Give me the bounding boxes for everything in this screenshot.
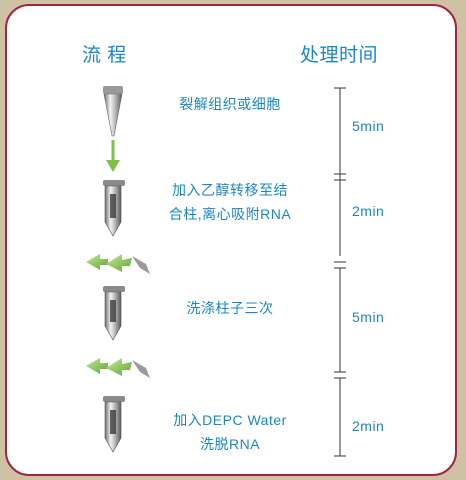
step-4-label: 加入DEPC Water 洗脱RNA bbox=[145, 408, 315, 456]
step-3-label: 洗涤柱子三次 bbox=[186, 300, 274, 316]
transfer-arrows-icon-2 bbox=[86, 358, 150, 378]
timeline bbox=[334, 87, 346, 457]
diagram-panel bbox=[5, 4, 457, 476]
step-2-line-2: 合柱,离心吸附RNA bbox=[168, 206, 292, 222]
duration-3: 5min bbox=[352, 309, 385, 325]
duration-2: 2min bbox=[352, 203, 385, 219]
spin-column-icon-3 bbox=[103, 396, 125, 453]
step-1-label: 裂解组织或细胞 bbox=[179, 96, 281, 112]
spin-column-icon-2 bbox=[103, 286, 125, 341]
step-4-line-1: 加入DEPC Water bbox=[173, 412, 287, 428]
step-2-line-1: 加入乙醇转移至结 bbox=[172, 182, 288, 198]
step-2-label: 加入乙醇转移至结 合柱,离心吸附RNA bbox=[145, 178, 315, 226]
transfer-arrows-icon-1 bbox=[86, 254, 150, 274]
step-4-line-2: 洗脱RNA bbox=[199, 436, 261, 452]
down-arrow-icon bbox=[106, 140, 120, 172]
process-heading: 流 程 bbox=[82, 45, 127, 66]
spin-column-icon-1 bbox=[103, 180, 125, 237]
time-heading: 处理时间 bbox=[300, 45, 379, 66]
duration-4: 2min bbox=[352, 418, 385, 434]
duration-1: 5min bbox=[352, 118, 385, 134]
pipette-tip-icon bbox=[103, 86, 123, 137]
